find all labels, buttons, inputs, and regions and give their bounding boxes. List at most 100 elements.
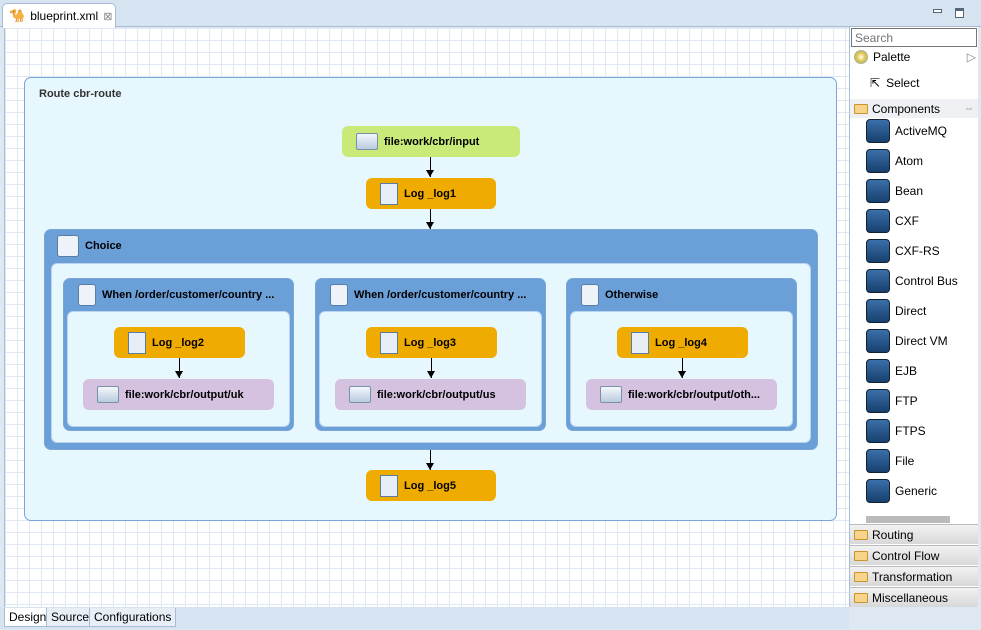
branch-log-node[interactable]: Log _log3 xyxy=(366,327,497,358)
log-icon xyxy=(380,182,398,205)
when-icon xyxy=(78,283,96,306)
palette-item-label: CXF-RS xyxy=(895,244,940,258)
connector-arrow xyxy=(678,358,686,378)
component-icon xyxy=(866,479,890,503)
route-title: Route cbr-route xyxy=(39,88,122,100)
drawer-control-flow[interactable]: Control Flow xyxy=(850,545,978,565)
palette-item-direct[interactable]: Direct xyxy=(866,298,926,324)
maximize-icon[interactable] xyxy=(955,8,964,18)
palette-item-bean[interactable]: Bean xyxy=(866,178,923,204)
palette-item-label: FTPS xyxy=(895,424,926,438)
palette-item-ftps[interactable]: FTPS xyxy=(866,418,926,444)
folder-icon xyxy=(854,592,868,603)
log1-node[interactable]: Log _log1 xyxy=(366,178,496,209)
tab-configurations[interactable]: Configurations xyxy=(89,608,177,627)
connector-arrow xyxy=(426,157,434,177)
folder-icon xyxy=(600,386,622,403)
node-label: Log _log1 xyxy=(404,187,456,200)
palette-header[interactable]: Palette ▷ xyxy=(854,50,976,64)
drawer-label: Miscellaneous xyxy=(872,590,949,605)
connector-arrow xyxy=(175,358,183,378)
palette-item-label: Control Bus xyxy=(895,274,958,288)
palette-item-cxf-rs[interactable]: CXF-RS xyxy=(866,238,940,264)
branch-to-node[interactable]: file:work/cbr/output/uk xyxy=(83,379,274,410)
drawer-label: Components xyxy=(872,101,941,116)
drawer-routing[interactable]: Routing xyxy=(850,524,978,544)
palette-item-control-bus[interactable]: Control Bus xyxy=(866,268,958,294)
palette-item-label: ActiveMQ xyxy=(895,124,948,138)
palette-item-activemq[interactable]: ActiveMQ xyxy=(866,118,947,144)
palette-item-label: FTP xyxy=(895,394,918,408)
choice-title: Choice xyxy=(85,240,122,252)
palette-icon xyxy=(854,50,868,64)
connector-arrow xyxy=(427,358,435,378)
folder-icon xyxy=(854,571,868,582)
close-icon[interactable]: ⊠ xyxy=(103,10,113,23)
palette-item-label: Bean xyxy=(895,184,924,198)
pin-icon[interactable]: ⇔ xyxy=(964,103,974,114)
choice-icon xyxy=(57,235,79,257)
minimize-icon[interactable] xyxy=(933,9,942,13)
component-icon xyxy=(866,449,890,473)
branch-title: Otherwise xyxy=(605,288,659,301)
folder-icon xyxy=(349,386,371,403)
palette-item-label: File xyxy=(895,454,915,468)
partial-item xyxy=(866,516,950,523)
branch-log-node[interactable]: Log _log4 xyxy=(617,327,748,358)
palette-item-cxf[interactable]: CXF xyxy=(866,208,919,234)
palette-item-label: CXF xyxy=(895,214,919,228)
from-node[interactable]: file:work/cbr/input xyxy=(342,126,520,157)
node-label: file:work/cbr/output/uk xyxy=(125,388,244,401)
node-label: file:work/cbr/input xyxy=(384,135,480,148)
component-icon xyxy=(866,119,890,143)
folder-icon xyxy=(97,386,119,403)
branch-title: When /order/customer/country ... xyxy=(102,288,275,301)
collapse-arrow-icon[interactable]: ▷ xyxy=(966,50,976,64)
log5-node[interactable]: Log _log5 xyxy=(366,470,496,501)
editor-tab-blueprint[interactable]: 🐪 blueprint.xml ⊠ xyxy=(2,3,116,28)
palette-item-label: Generic xyxy=(895,484,938,498)
node-label: Log _log4 xyxy=(655,336,707,349)
log-icon xyxy=(380,474,398,497)
node-label: Log _log2 xyxy=(152,336,204,349)
branch-to-node[interactable]: file:work/cbr/output/us xyxy=(335,379,526,410)
component-icon xyxy=(866,209,890,233)
palette-item-file[interactable]: File xyxy=(866,448,914,474)
node-label: Log _log5 xyxy=(404,479,456,492)
branch-log-node[interactable]: Log _log2 xyxy=(114,327,245,358)
design-canvas[interactable]: Route cbr-route file:work/cbr/input Log … xyxy=(4,28,849,607)
palette-item-atom[interactable]: Atom xyxy=(866,148,923,174)
component-icon xyxy=(866,269,890,293)
node-label: file:work/cbr/output/us xyxy=(377,388,496,401)
component-icon xyxy=(866,149,890,173)
folder-icon xyxy=(854,529,868,540)
palette-item-ftp[interactable]: FTP xyxy=(866,388,918,414)
drawer-transformation[interactable]: Transformation xyxy=(850,566,978,586)
components-drawer[interactable]: Components ⇔ xyxy=(850,99,978,118)
folder-icon xyxy=(356,133,378,150)
component-icon xyxy=(866,389,890,413)
folder-open-icon xyxy=(854,103,868,114)
palette-item-direct-vm[interactable]: Direct VM xyxy=(866,328,948,354)
branch-to-node[interactable]: file:work/cbr/output/oth... xyxy=(586,379,777,410)
drawer-label: Transformation xyxy=(872,569,953,584)
editor-tab-title: blueprint.xml xyxy=(30,9,99,23)
component-icon xyxy=(866,359,890,383)
palette-search-input[interactable] xyxy=(851,28,977,47)
select-tool[interactable]: ⇱Select xyxy=(870,76,919,90)
palette-item-generic[interactable]: Generic xyxy=(866,478,937,504)
drawer-label: Control Flow xyxy=(872,548,940,563)
component-icon xyxy=(866,419,890,443)
palette-item-label: Direct xyxy=(895,304,927,318)
component-icon xyxy=(866,179,890,203)
palette-item-label: EJB xyxy=(895,364,918,378)
tab-design[interactable]: Design xyxy=(4,608,52,627)
node-label: file:work/cbr/output/oth... xyxy=(628,388,760,401)
connector-arrow xyxy=(426,450,434,470)
node-label: Log _log3 xyxy=(404,336,456,349)
camel-icon: 🐪 xyxy=(9,8,26,23)
palette-item-ejb[interactable]: EJB xyxy=(866,358,917,384)
tab-source[interactable]: Source xyxy=(46,608,95,627)
drawer-miscellaneous[interactable]: Miscellaneous xyxy=(850,587,978,607)
